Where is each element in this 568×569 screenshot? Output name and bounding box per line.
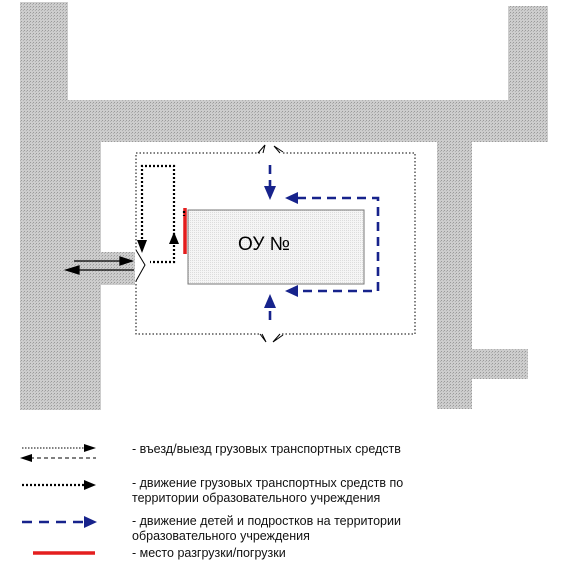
building-shape: [187, 209, 365, 285]
legend-symbol-entry-exit: [20, 444, 96, 462]
legend-symbols: [20, 444, 97, 555]
legend-text-children-line2: образовательного учреждения: [132, 529, 310, 543]
child-arrow-down: [264, 186, 276, 200]
legend-text-entry-exit: - въезд/выезд грузовых транспортных сред…: [132, 442, 401, 456]
legend-text-truck-line1: - движение грузовых транспортных средств…: [132, 476, 404, 490]
child-arrow-up: [264, 294, 276, 308]
child-arrow-left-top: [285, 192, 298, 204]
legend-text-truck-line2: территории образовательного учреждения: [132, 491, 381, 505]
truck-movement-path: [140, 164, 186, 264]
truck-arrow-up: [169, 232, 179, 244]
legend-text-unloading: - место разгрузки/погрузки: [132, 546, 286, 560]
legend-text-children-line1: - движение детей и подростков на террито…: [132, 514, 401, 528]
legend-symbol-children: [22, 516, 97, 528]
building-label: ОУ №: [238, 234, 291, 255]
entry-exit-arrows: [63, 256, 135, 275]
legend-symbol-truck: [22, 480, 96, 490]
truck-movement-arrows: [137, 232, 179, 253]
children-movement-arrows: [264, 186, 298, 308]
roads: [20, 2, 548, 410]
entrance-gaps: [135, 144, 284, 343]
truck-arrow-down: [137, 240, 147, 253]
road-main: [20, 6, 548, 410]
building: [187, 209, 365, 285]
child-arrow-left-bottom: [285, 285, 298, 297]
children-movement-path: [268, 165, 380, 320]
road-top-left: [20, 2, 68, 100]
territory-boundary: [135, 152, 416, 335]
